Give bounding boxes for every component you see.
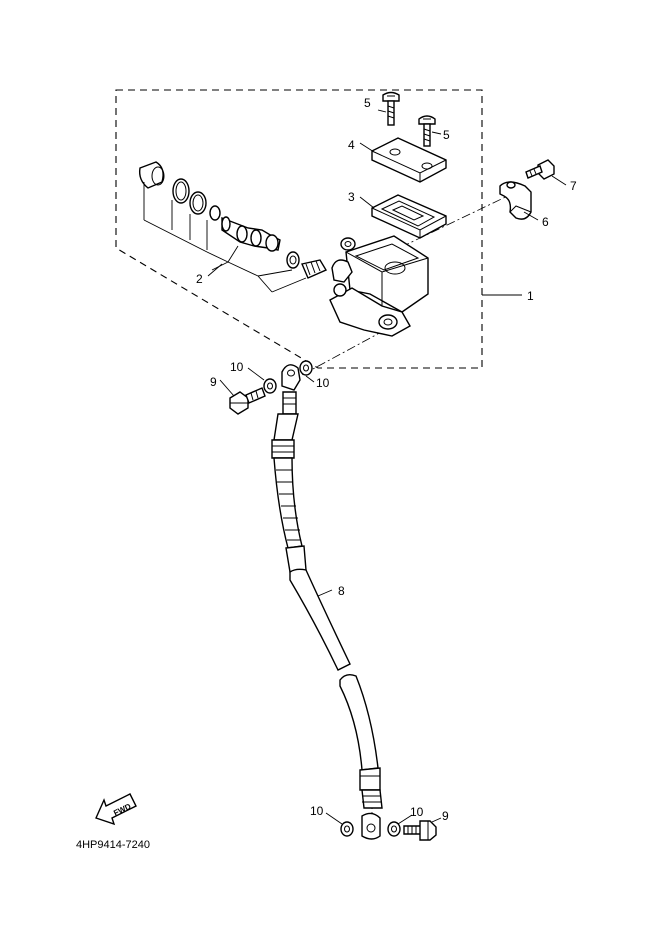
callout-3: 3 xyxy=(348,190,355,204)
callout-10a: 10 xyxy=(230,360,244,374)
callout-9a: 9 xyxy=(210,375,217,389)
callout-8: 8 xyxy=(338,584,345,598)
callout-10b: 10 xyxy=(316,376,330,390)
callout-7: 7 xyxy=(570,179,577,193)
fwd-arrow-icon: FWD xyxy=(95,793,137,826)
callout-5a: 5 xyxy=(364,96,371,110)
assembly-boundary xyxy=(115,89,483,369)
piston-kit-2 xyxy=(138,161,328,279)
callout-10d: 10 xyxy=(410,805,424,819)
brake-hose-8 xyxy=(271,364,383,840)
callout-1: 1 xyxy=(527,289,534,303)
washer-10-bottom-left xyxy=(340,821,354,837)
washer-10-top-right xyxy=(299,360,313,376)
screw-5a xyxy=(382,91,400,126)
master-cylinder-body xyxy=(329,235,429,337)
callout-10c: 10 xyxy=(310,804,324,818)
callout-2: 2 xyxy=(196,272,203,286)
reservoir-cap-4 xyxy=(371,137,447,183)
screw-5b xyxy=(418,115,436,147)
callout-4: 4 xyxy=(348,138,355,152)
diaphragm-3 xyxy=(371,194,447,239)
leader-lines xyxy=(207,109,567,825)
callout-9b: 9 xyxy=(442,809,449,823)
bracket-2 xyxy=(143,182,307,293)
bolt-7 xyxy=(525,159,555,180)
washer-10-bottom-right xyxy=(387,821,401,837)
holder-6 xyxy=(499,181,532,220)
callout-6: 6 xyxy=(542,215,549,229)
diagram-code: 4HP9414-7240 xyxy=(76,839,150,851)
washer-10-top-left xyxy=(263,378,277,394)
callout-5b: 5 xyxy=(443,128,450,142)
banjo-bolt-9-bottom xyxy=(403,820,437,841)
banjo-bolt-9-top xyxy=(229,387,266,415)
